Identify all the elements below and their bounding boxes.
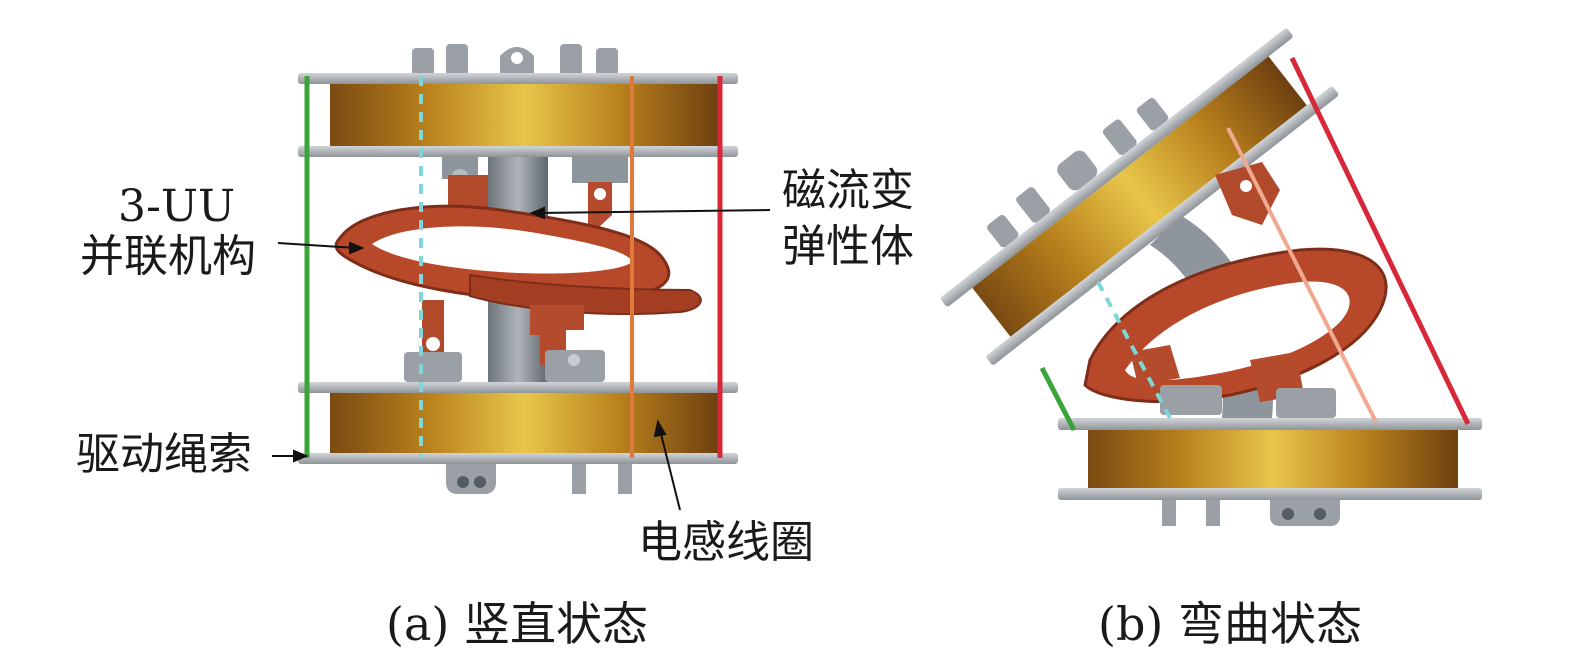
helical-mechanism [334,204,702,315]
b-bottom-coil [1088,430,1458,488]
b-cable-cyan [1096,281,1172,419]
b-cable-red [1289,56,1471,426]
label-drive-cable: 驱动绳索 [76,429,252,480]
b-bottom-plate-upper [1058,418,1482,430]
label-inductive-coil: 电感线圈 [638,517,814,568]
label-elastomer-line1: 磁流变 [782,165,914,216]
bottom-lugs [446,464,632,494]
top-plate-upper [298,73,738,84]
top-plate-lower [298,146,738,157]
label-mechanism-line1: 3-UU [118,181,236,232]
bottom-plate-upper [298,382,738,393]
caption-panel-a: (a) 竖直状态 [386,597,648,651]
bottom-coil [330,393,718,453]
bottom-plate-lower [298,453,738,464]
b-bottom-lugs [1162,500,1340,526]
panel-b-bent [940,28,1482,526]
caption-panel-b: (b) 弯曲状态 [1098,597,1362,651]
b-top-module [940,28,1339,365]
leader-lines [272,206,771,511]
lower-brackets [404,300,605,382]
b-cable-green [1039,366,1077,432]
label-mechanism-line2: 并联机构 [80,231,256,282]
panel-a-vertical [272,44,771,511]
label-elastomer-line2: 弹性体 [782,221,914,272]
b-helical-mechanism [1083,162,1388,418]
b-cable-pink [1226,127,1378,423]
top-coil [330,84,718,146]
b-bottom-plate-lower [1058,488,1482,500]
top-lugs [412,44,618,76]
